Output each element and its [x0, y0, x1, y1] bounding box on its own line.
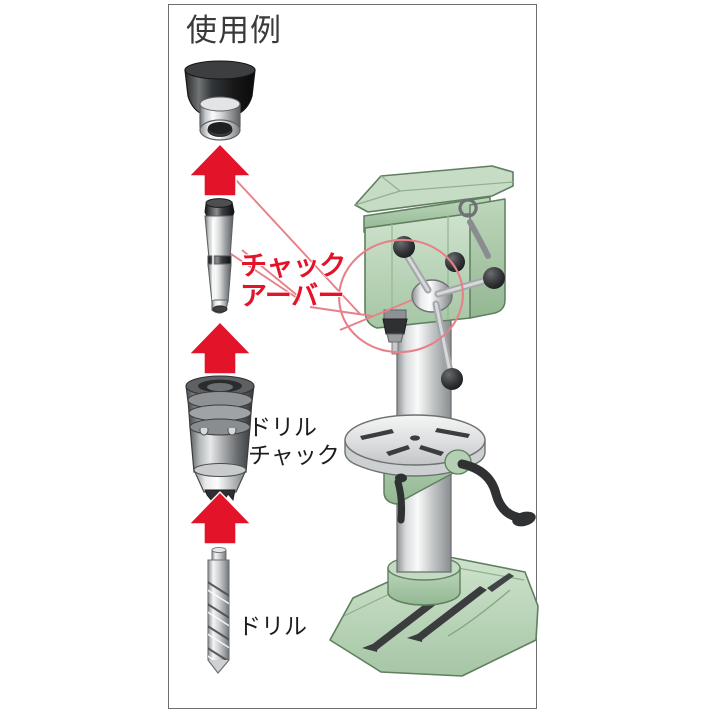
twist-drill-bit [207, 546, 230, 674]
drill-press-spindle-socket [184, 60, 256, 141]
label-chuck-arbor-line1: チャック [240, 251, 346, 281]
arrow-arbor-to-spindle [188, 143, 252, 197]
label-chuck-arbor: チャック アーバー [240, 252, 346, 310]
label-drill-line1: ドリル [238, 613, 307, 639]
drill-chuck [185, 375, 255, 502]
callout-highlight-ellipse [338, 238, 464, 354]
chuck-arbor [204, 198, 235, 314]
label-chuck-arbor-line2: アーバー [240, 281, 345, 312]
label-drill: ドリル [238, 613, 307, 639]
label-drill-chuck-line2: チャック [248, 441, 340, 468]
arrow-chuck-to-arbor [188, 321, 252, 375]
label-drill-chuck: ドリル チャック [248, 414, 340, 468]
arrow-drill-to-chuck [188, 491, 252, 545]
bench-drill-press [329, 165, 539, 677]
page-title: 使用例 [186, 13, 282, 48]
drill-press-base [329, 555, 539, 677]
drill-press-table [344, 414, 536, 527]
label-drill-chuck-line1: ドリル [248, 414, 317, 440]
